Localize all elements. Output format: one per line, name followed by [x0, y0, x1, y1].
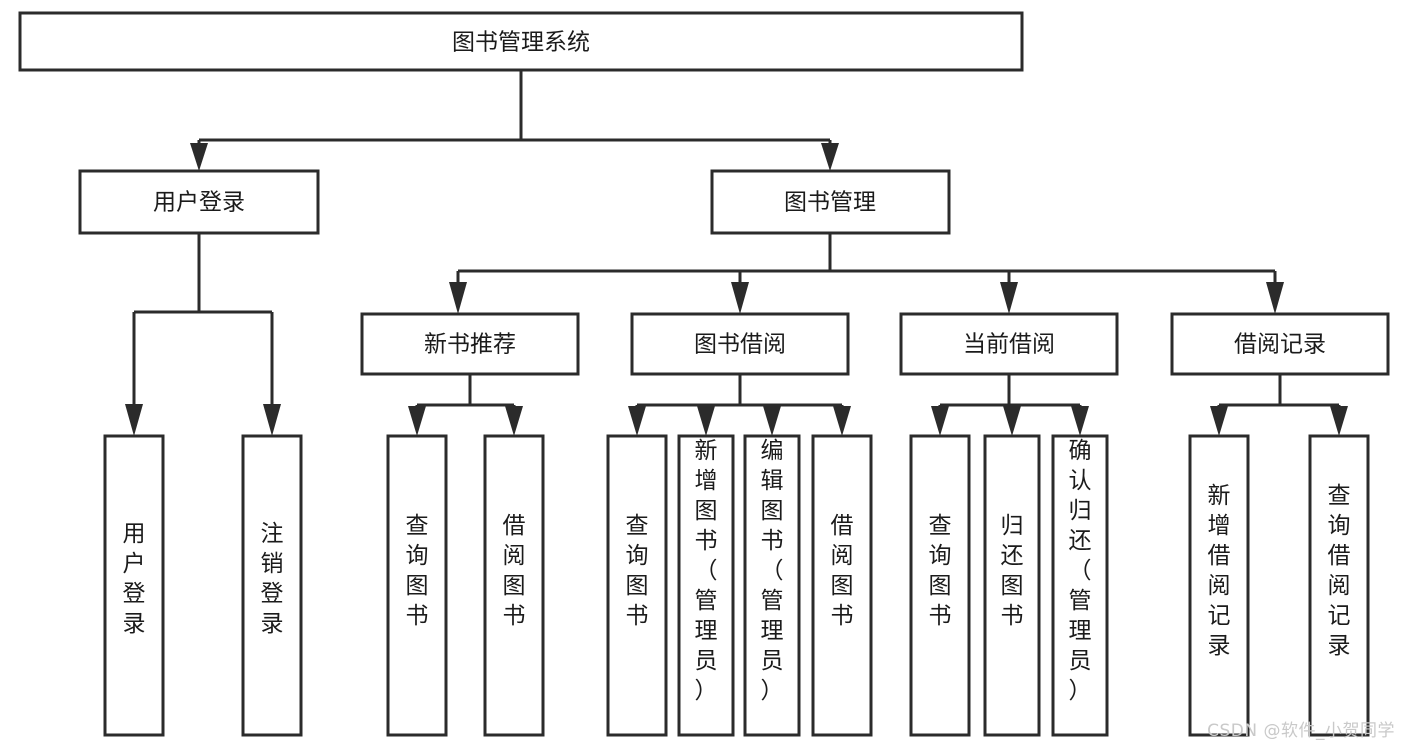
- node-current-borrow-box[interactable]: [899, 312, 1119, 376]
- arrow-head-leaf-borrow-book-2: [833, 406, 851, 436]
- node-book-manage[interactable]: 图书管理: [710, 169, 951, 235]
- arrow-head-leaf-query-record: [1330, 406, 1348, 436]
- node-leaf-borrow-book-2-box[interactable]: [811, 434, 873, 737]
- node-root[interactable]: 图书管理系统: [18, 11, 1024, 72]
- node-new-book-recommend[interactable]: 新书推荐: [360, 312, 580, 376]
- node-current-borrow-label: 当前借阅: [963, 332, 1055, 358]
- node-leaf-user-login[interactable]: 用户登录: [103, 434, 165, 737]
- node-leaf-query-record-label: 查询借阅记录: [1328, 483, 1351, 659]
- node-leaf-add-book[interactable]: 新增图书（管理员）: [677, 434, 735, 737]
- node-leaf-query-book-3-box[interactable]: [909, 434, 971, 737]
- node-leaf-logout[interactable]: 注销登录: [241, 434, 303, 737]
- node-leaf-query-book-1-box[interactable]: [386, 434, 448, 737]
- node-book-borrow-label: 图书借阅: [694, 332, 786, 358]
- node-leaf-return-book[interactable]: 归还图书: [983, 434, 1041, 737]
- arrow-head-book-manage: [821, 143, 839, 171]
- arrow-head-current-borrow: [1000, 282, 1018, 314]
- node-leaf-query-book-2-label: 查询图书: [626, 513, 649, 629]
- connectors: [125, 70, 1348, 436]
- node-leaf-return-book-label: 归还图书: [1001, 513, 1024, 629]
- arrow-head-leaf-query-book-2: [628, 406, 646, 436]
- node-leaf-query-book-3-label: 查询图书: [929, 513, 952, 629]
- node-root-box[interactable]: [18, 11, 1024, 72]
- node-leaf-add-record-label: 新增借阅记录: [1208, 483, 1231, 659]
- node-leaf-query-book-1[interactable]: 查询图书: [386, 434, 448, 737]
- node-user-login-box[interactable]: [78, 169, 320, 235]
- node-leaf-confirm-return[interactable]: 确认归还（管理员）: [1051, 434, 1109, 737]
- node-borrow-record-box[interactable]: [1170, 312, 1390, 376]
- arrow-head-leaf-borrow-book-1: [505, 406, 523, 436]
- arrow-head-leaf-query-book-1: [408, 406, 426, 436]
- node-leaf-logout-label: 注销登录: [261, 521, 284, 637]
- node-leaf-add-record[interactable]: 新增借阅记录: [1188, 434, 1250, 737]
- arrow-head-leaf-user-login: [125, 404, 143, 436]
- node-book-borrow-box[interactable]: [630, 312, 850, 376]
- node-current-borrow[interactable]: 当前借阅: [899, 312, 1119, 376]
- node-leaf-edit-book[interactable]: 编辑图书（管理员）: [743, 434, 801, 737]
- node-leaf-query-book-1-label: 查询图书: [406, 513, 429, 629]
- node-new-book-recommend-box[interactable]: [360, 312, 580, 376]
- node-leaf-add-book-label: 新增图书（管理员）: [695, 438, 718, 704]
- node-leaf-edit-book-label: 编辑图书（管理员）: [761, 438, 784, 704]
- arrow-head-leaf-edit-book: [763, 406, 781, 436]
- node-user-login-label: 用户登录: [153, 190, 245, 216]
- node-leaf-confirm-return-label: 确认归还（管理员）: [1069, 438, 1092, 704]
- node-leaf-borrow-book-1-label: 借阅图书: [503, 513, 526, 629]
- node-borrow-record-label: 借阅记录: [1234, 332, 1326, 358]
- node-leaf-user-login-label: 用户登录: [123, 521, 146, 637]
- node-root-label: 图书管理系统: [452, 30, 590, 56]
- node-leaf-add-book-box[interactable]: [677, 434, 735, 737]
- arrow-head-leaf-add-record: [1210, 406, 1228, 436]
- node-leaf-borrow-book-1-box[interactable]: [483, 434, 545, 737]
- node-leaf-query-book-3[interactable]: 查询图书: [909, 434, 971, 737]
- node-book-borrow[interactable]: 图书借阅: [630, 312, 850, 376]
- node-leaf-query-record[interactable]: 查询借阅记录: [1308, 434, 1370, 737]
- node-leaf-borrow-book-1[interactable]: 借阅图书: [483, 434, 545, 737]
- arrow-head-leaf-add-book: [697, 406, 715, 436]
- node-leaf-query-book-2[interactable]: 查询图书: [606, 434, 668, 737]
- arrow-head-borrow-record: [1266, 282, 1284, 314]
- leaf-nodes: 用户登录 注销登录 查询图书 借阅图书 查询图书 新增图书（管理员） 编辑图书（…: [103, 434, 1370, 737]
- arrow-head-user-login: [190, 143, 208, 171]
- arrow-head-book-borrow: [731, 282, 749, 314]
- arrow-head-leaf-logout: [263, 404, 281, 436]
- node-leaf-borrow-book-2[interactable]: 借阅图书: [811, 434, 873, 737]
- node-user-login[interactable]: 用户登录: [78, 169, 320, 235]
- node-leaf-confirm-return-box[interactable]: [1051, 434, 1109, 737]
- node-new-book-recommend-label: 新书推荐: [424, 332, 516, 358]
- node-leaf-add-record-box[interactable]: [1188, 434, 1250, 737]
- node-borrow-record[interactable]: 借阅记录: [1170, 312, 1390, 376]
- arrow-head-leaf-query-book-3: [931, 406, 949, 436]
- node-book-manage-box[interactable]: [710, 169, 951, 235]
- node-leaf-edit-book-box[interactable]: [743, 434, 801, 737]
- node-leaf-return-book-box[interactable]: [983, 434, 1041, 737]
- node-book-manage-label: 图书管理: [784, 190, 876, 216]
- arrow-head-leaf-confirm-return: [1071, 406, 1089, 436]
- node-leaf-borrow-book-2-label: 借阅图书: [831, 513, 854, 629]
- node-leaf-logout-box[interactable]: [241, 434, 303, 737]
- node-leaf-user-login-box[interactable]: [103, 434, 165, 737]
- node-leaf-query-book-2-box[interactable]: [606, 434, 668, 737]
- node-leaf-query-record-box[interactable]: [1308, 434, 1370, 737]
- arrow-head-new-book-recommend: [449, 282, 467, 314]
- arrow-head-leaf-return-book: [1003, 406, 1021, 436]
